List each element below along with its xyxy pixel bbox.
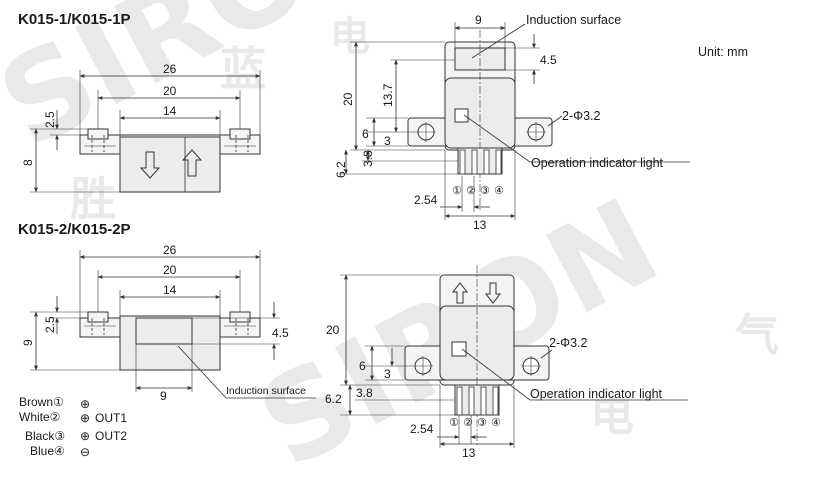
induction-surface-side [135, 317, 193, 345]
dim-13: 13 [473, 218, 487, 232]
wire-brown-symbol: ⊕ [80, 397, 90, 411]
dim2-26: 26 [163, 243, 177, 257]
dim-9: 9 [475, 13, 482, 27]
dim2-6: 6 [359, 359, 366, 373]
wire-black-signal: OUT2 [95, 429, 127, 443]
section2-side-view: 26 20 14 2.5 9 4.5 9 Induction surface [21, 243, 316, 403]
wire-white-symbol: ⊕ [80, 411, 90, 425]
section1-side-view: 26 20 14 2.5 8 [21, 62, 261, 193]
pin-label-2: ② [466, 184, 476, 197]
section1-top-view: ① ② ③ ④ 9 4.5 Induction surface 20 13.7 … [334, 13, 690, 232]
wire-black: Black③ [25, 429, 65, 443]
wire-black-symbol: ⊕ [80, 429, 90, 443]
dim2-4-5: 4.5 [272, 326, 289, 340]
down-arrow-icon-2 [484, 282, 502, 304]
dim2-9: 9 [21, 339, 35, 346]
indicator-light [454, 108, 469, 123]
dim-3-8: 3.8 [361, 150, 375, 167]
watermark-char-2: 蓝 [220, 42, 266, 96]
dim-14: 14 [163, 104, 177, 118]
pin-label-3: ③ [480, 184, 490, 197]
dim-8: 8 [21, 159, 35, 166]
section1-title: K015-1/K015-1P [18, 11, 131, 28]
section2-top-view: ① ② ③ ④ 20 6 3 6.2 3.8 2.54 13 2-Φ3.2 [325, 265, 688, 460]
wiring-legend: Brown① ⊕ White② ⊕ OUT1 Black③ ⊕ OUT2 Blu… [19, 395, 127, 459]
up-arrow-icon-2 [451, 282, 469, 304]
dim-20-top: 20 [341, 92, 355, 106]
dim-6: 6 [362, 127, 369, 141]
watermark-char-1: 胜 [70, 172, 116, 226]
dim2-3: 3 [384, 367, 391, 381]
indicator-label: Operation indicator light [531, 156, 664, 170]
mount-holes-label-2: 2-Φ3.2 [549, 336, 588, 350]
down-arrow-icon [139, 151, 161, 179]
sensor-body [119, 136, 221, 193]
dim-2-5: 2.5 [43, 111, 57, 128]
dim-2-54: 2.54 [414, 193, 438, 207]
watermark-char-4: 电 [590, 390, 634, 441]
pin-group [459, 149, 502, 175]
section2-title: K015-2/K015-2P [18, 221, 131, 238]
wire-white-signal: OUT1 [95, 411, 127, 425]
pin2-label-4: ④ [491, 416, 501, 429]
dim2-6-2: 6.2 [325, 392, 342, 406]
dim-26: 26 [163, 62, 177, 76]
wire-blue: Blue④ [30, 444, 65, 458]
up-arrow-icon [181, 149, 203, 177]
dim2-2-54: 2.54 [410, 422, 434, 436]
watermark-char-5: 气 [735, 310, 779, 361]
dim2-2-5: 2.5 [43, 316, 57, 333]
dim-6-2: 6.2 [334, 161, 348, 178]
wire-brown: Brown① [19, 395, 64, 409]
pin-label-1: ① [452, 184, 462, 197]
pin2-label-2: ② [463, 416, 473, 429]
wire-blue-symbol: ⊖ [80, 445, 90, 459]
induction-surface-label-2: Induction surface [226, 385, 306, 397]
induction-surface-label: Induction surface [526, 13, 621, 27]
dim2-13: 13 [462, 446, 476, 460]
dim2-20-top: 20 [326, 323, 340, 337]
dim2-20: 20 [163, 263, 177, 277]
wire-white: White② [19, 410, 60, 424]
unit-label: Unit: mm [698, 45, 748, 59]
watermark-char-3: 电 [330, 14, 370, 60]
dim-20: 20 [163, 84, 177, 98]
dim-4-5: 4.5 [540, 53, 557, 67]
pin2-label-3: ③ [477, 416, 487, 429]
dim2-14: 14 [163, 283, 177, 297]
pin-label-4: ④ [494, 184, 504, 197]
dim-13-7: 13.7 [381, 83, 395, 107]
dim-3: 3 [384, 134, 391, 148]
pin2-label-1: ① [449, 416, 459, 429]
dim2-3-8: 3.8 [356, 386, 373, 400]
indicator-light-2 [451, 341, 467, 357]
mount-holes-label: 2-Φ3.2 [562, 109, 601, 123]
dim2-9-width: 9 [160, 389, 167, 403]
indicator-label-2: Operation indicator light [530, 387, 663, 401]
